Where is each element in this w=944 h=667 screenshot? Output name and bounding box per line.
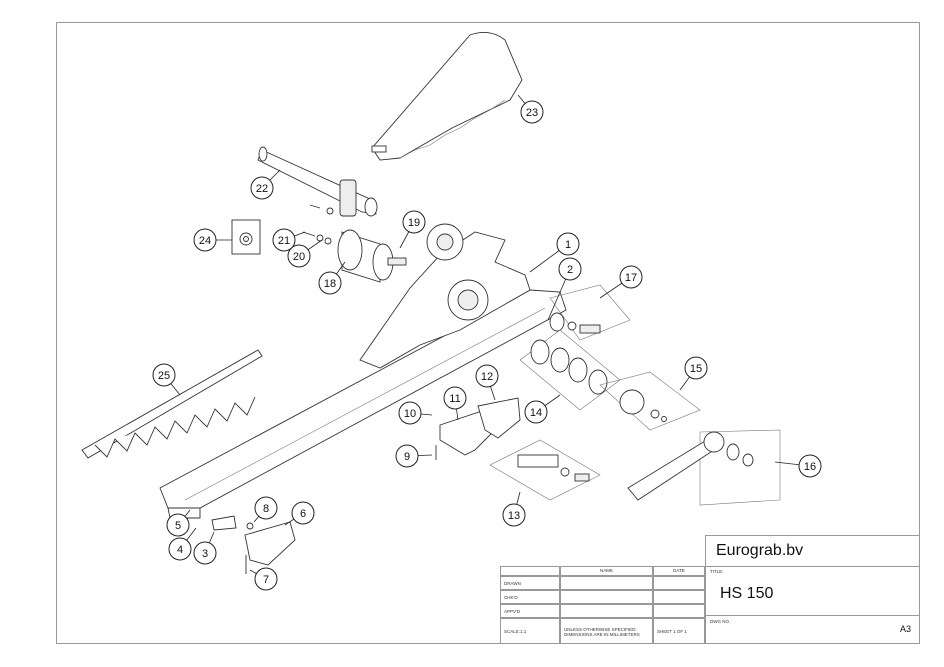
balloon-label: 7 xyxy=(263,574,269,586)
balloon-6: 6 xyxy=(291,501,315,525)
balloon-label: 9 xyxy=(404,451,410,463)
part-bracket-13 xyxy=(489,439,601,501)
name-header: NAME xyxy=(560,566,653,576)
part-rings-14 xyxy=(519,329,621,411)
balloon-21: 21 xyxy=(272,228,296,252)
part-motor-18 xyxy=(337,229,407,283)
part-guard-6 xyxy=(211,515,296,574)
balloon-15: 15 xyxy=(684,356,708,380)
part-bolts-20-21 xyxy=(302,204,334,245)
balloon-5: 5 xyxy=(166,513,190,537)
balloon-label: 8 xyxy=(263,503,269,515)
balloon-label: 18 xyxy=(324,278,336,290)
title-cell: TITLE: HS 150 xyxy=(705,566,920,616)
part-main-beam-1 xyxy=(159,223,567,519)
balloon-19: 19 xyxy=(402,210,426,234)
title-label: TITLE: xyxy=(710,569,724,574)
balloon-label: 12 xyxy=(481,371,493,383)
balloon-label: 14 xyxy=(530,407,542,419)
balloon-8: 8 xyxy=(254,496,278,520)
balloon-label: 4 xyxy=(177,544,183,556)
balloon-label: 1 xyxy=(565,239,571,251)
balloon-3: 3 xyxy=(193,541,217,565)
balloon-label: 13 xyxy=(508,510,520,522)
balloon-label: 16 xyxy=(804,461,816,473)
balloon-1: 1 xyxy=(556,232,580,256)
balloon-17: 17 xyxy=(619,265,643,289)
part-shaft-22 xyxy=(257,146,378,217)
balloon-label: 19 xyxy=(408,217,420,229)
part-assembly-17 xyxy=(549,284,631,341)
balloon-label: 5 xyxy=(175,520,181,532)
balloon-22: 22 xyxy=(250,176,274,200)
drawing-title: HS 150 xyxy=(720,585,774,602)
balloon-14: 14 xyxy=(524,400,548,424)
dwg-number-label: DWG NO. xyxy=(710,619,731,624)
balloon-23: 23 xyxy=(520,100,544,124)
balloon-label: 25 xyxy=(158,370,170,382)
balloon-10: 10 xyxy=(398,401,422,425)
balloon-13: 13 xyxy=(502,503,526,527)
sheet-size: A3 xyxy=(899,624,911,634)
balloon-20: 20 xyxy=(287,244,311,268)
scale: SCALE:1:1 xyxy=(500,618,560,644)
part-block-24 xyxy=(231,219,261,255)
balloon-label: 10 xyxy=(404,408,416,420)
drawing-border xyxy=(56,22,920,644)
part-cover-23 xyxy=(371,31,523,161)
row-checked: CHK'D xyxy=(500,590,560,604)
balloon-7: 7 xyxy=(254,567,278,591)
balloon-label: 17 xyxy=(625,272,637,284)
balloon-label: 2 xyxy=(567,264,573,276)
dwg-number-cell: DWG NO. A3 xyxy=(705,616,920,644)
balloon-label: 24 xyxy=(199,235,211,247)
balloon-12: 12 xyxy=(475,364,499,388)
company-name: Eurograb.bv xyxy=(705,535,920,566)
balloon-24: 24 xyxy=(193,228,217,252)
part-coupling-15 xyxy=(599,371,701,431)
part-knife-25 xyxy=(81,349,263,459)
date-header: DATE xyxy=(653,566,705,576)
balloon-18: 18 xyxy=(318,271,342,295)
balloon-25: 25 xyxy=(152,363,176,387)
sheet-number: SHEET 1 OF 1 xyxy=(653,618,705,644)
balloon-label: 6 xyxy=(300,508,306,520)
balloon-9: 9 xyxy=(395,444,419,468)
part-rod-16 xyxy=(627,429,781,506)
balloon-label: 3 xyxy=(202,548,208,560)
balloon-label: 15 xyxy=(690,363,702,375)
part-guards-11-12 xyxy=(435,397,521,460)
balloon-label: 21 xyxy=(278,235,290,247)
balloon-4: 4 xyxy=(168,537,192,561)
row-approved: APPV'D xyxy=(500,604,560,618)
balloon-11: 11 xyxy=(443,386,467,410)
balloon-label: 22 xyxy=(256,183,268,195)
units-note: UNLESS OTHERWISE SPECIFIED: DIMENSIONS A… xyxy=(560,618,653,644)
balloon-label: 11 xyxy=(449,393,460,405)
balloon-label: 20 xyxy=(293,251,305,263)
balloon-16: 16 xyxy=(798,454,822,478)
balloon-2: 2 xyxy=(558,257,582,281)
balloon-label: 23 xyxy=(526,107,538,119)
row-drawn: DRAWN xyxy=(500,576,560,590)
